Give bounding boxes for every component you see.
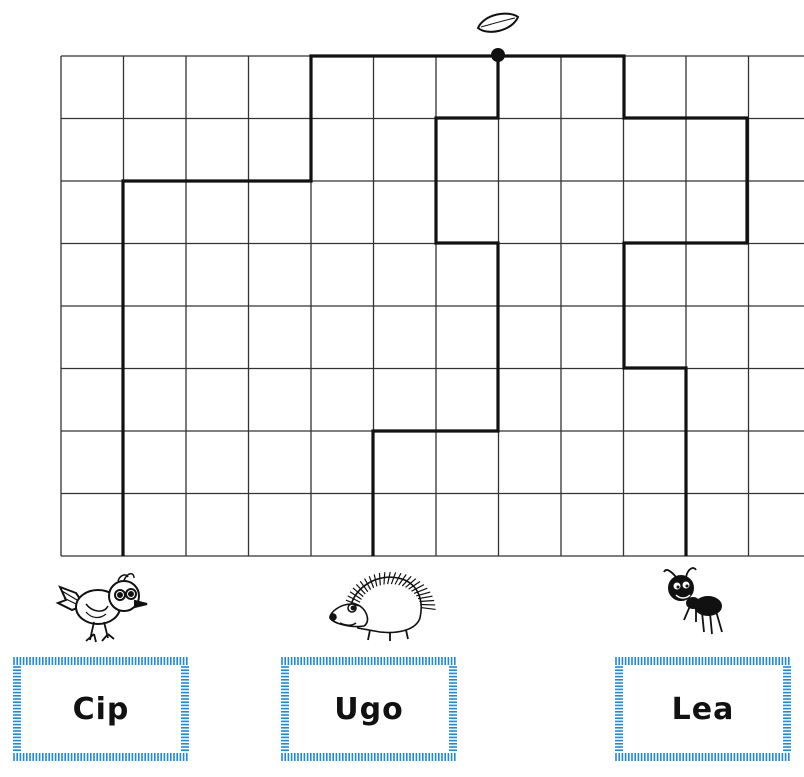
name-label-cip: Cip bbox=[12, 656, 190, 762]
spine bbox=[421, 608, 436, 610]
name-label-lea: Lea bbox=[614, 656, 792, 762]
junction-dot bbox=[491, 48, 505, 62]
bird-icon bbox=[58, 574, 147, 642]
name-box-ugo: Ugo bbox=[280, 656, 458, 762]
hedgehog-icon bbox=[330, 572, 436, 641]
spine bbox=[419, 600, 434, 601]
seed-icon bbox=[478, 14, 518, 32]
spine bbox=[384, 572, 385, 584]
ant-icon bbox=[664, 568, 722, 634]
name-box-lea: Lea bbox=[614, 656, 792, 762]
name-label-ugo: Ugo bbox=[280, 656, 458, 762]
name-box-cip: Cip bbox=[12, 656, 190, 762]
grid bbox=[61, 56, 804, 556]
